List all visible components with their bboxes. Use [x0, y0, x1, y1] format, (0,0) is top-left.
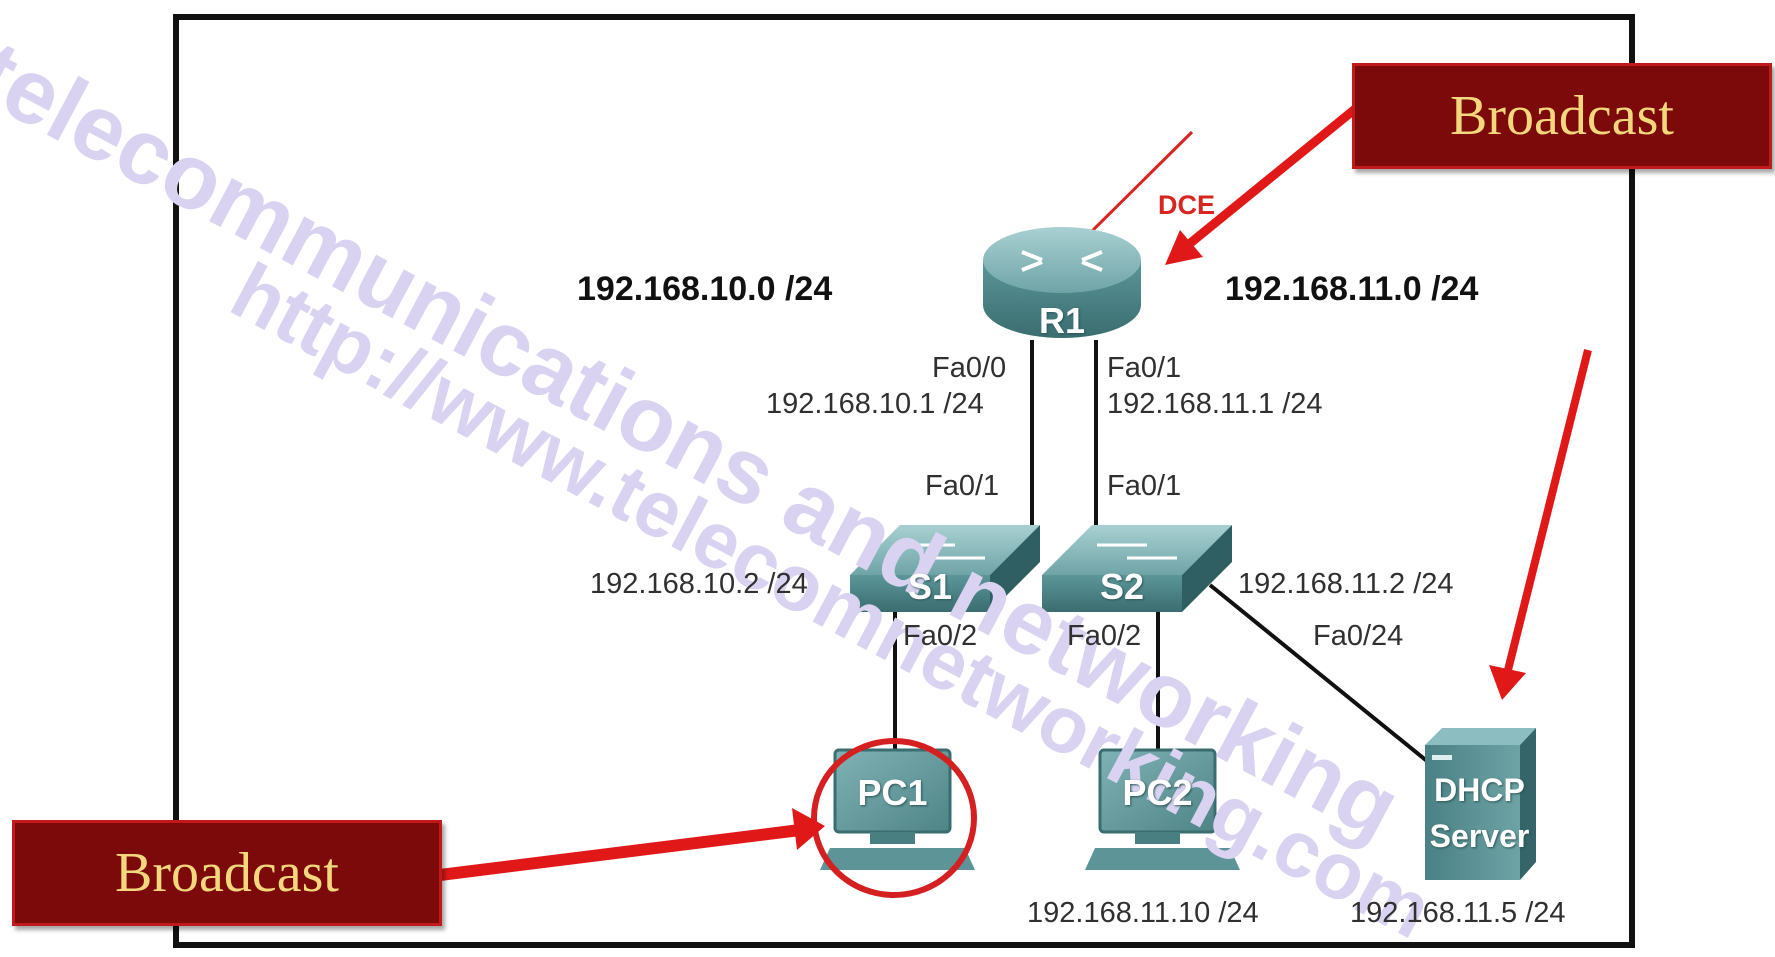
- s2-fa01-label: Fa0/1: [1107, 470, 1181, 503]
- broadcast-callout-bottom: Broadcast: [12, 820, 442, 926]
- s1-fa01-label: Fa0/1: [925, 470, 999, 503]
- s1-fa02-label: Fa0/2: [903, 620, 977, 653]
- server-label-line1: DHCP: [1422, 772, 1537, 809]
- r1-fa01-ip-label: 192.168.11.1 /24: [1107, 388, 1323, 421]
- s2-fa024-label: Fa0/24: [1313, 620, 1403, 653]
- pc2-ip-label: 192.168.11.10 /24: [1027, 897, 1259, 930]
- s1-ip-label: 192.168.10.2 /24: [590, 568, 808, 601]
- server-label-line2: Server: [1422, 818, 1537, 855]
- s2-fa02-label: Fa0/2: [1067, 620, 1141, 653]
- switch1-label: S1: [890, 566, 970, 608]
- switch2-label: S2: [1082, 566, 1162, 608]
- network-left-label: 192.168.10.0 /24: [577, 270, 832, 309]
- dce-label: DCE: [1158, 190, 1215, 221]
- pc2-label: PC2: [1105, 772, 1210, 814]
- broadcast-callout-top: Broadcast: [1352, 63, 1772, 169]
- server-ip-label: 192.168.11.5 /24: [1350, 897, 1566, 930]
- r1-fa00-ip-label: 192.168.10.1 /24: [766, 388, 984, 421]
- s2-ip-label: 192.168.11.2 /24: [1238, 568, 1454, 601]
- network-right-label: 192.168.11.0 /24: [1225, 270, 1478, 309]
- r1-fa01-label: Fa0/1: [1107, 352, 1181, 385]
- router-label: R1: [1022, 300, 1102, 342]
- pc1-label: PC1: [840, 772, 945, 814]
- r1-fa00-label: Fa0/0: [932, 352, 1006, 385]
